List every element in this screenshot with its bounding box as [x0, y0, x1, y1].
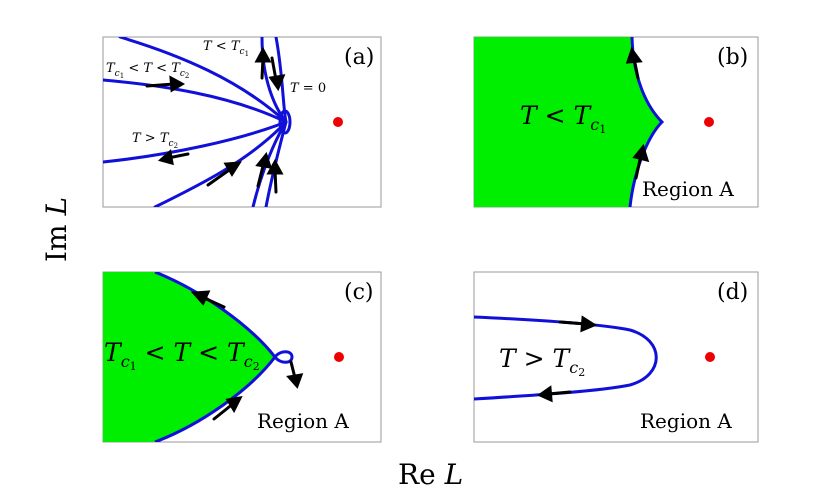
panel-c-formula: Tc1 < T < Tc2: [104, 338, 260, 373]
panel-a-curve-lower-left: [103, 120, 288, 164]
panel-a-arrow-1: [145, 82, 176, 88]
panel-b-region: [474, 37, 662, 207]
panel-c-region-label: Region A: [257, 409, 349, 433]
panel-a-curve-top-2: [274, 37, 288, 124]
panel-a-loop: [278, 109, 292, 135]
panel-c-arrows: [190, 290, 304, 421]
panel-d-point: [705, 352, 715, 362]
panel-a: (a) T = 0 T < Tc1 Tc1 < T < Tc2 T > Tc2: [102, 36, 382, 208]
panel-c-tag: (c): [344, 280, 374, 305]
x-axis-label: Re L: [398, 458, 463, 491]
panel-d-arrows: [536, 315, 598, 403]
panel-a-curve-mid-left: [103, 78, 288, 124]
panel-d: (d) T > Tc2 Region A: [473, 271, 759, 443]
panel-a-point: [333, 117, 343, 127]
y-axis-label: Im L: [40, 197, 73, 262]
panel-b-region-label: Region A: [642, 177, 734, 201]
panel-d-region-label: Region A: [640, 409, 732, 433]
panel-a-curve-bottom-left: [153, 120, 288, 207]
panel-a-label-t-zero: T = 0: [290, 81, 326, 96]
panel-c-point: [334, 352, 344, 362]
panel-a-label-t-gt-c2: T > Tc2: [132, 131, 178, 150]
panel-b-tag: (b): [717, 45, 748, 70]
panel-c-loop: [273, 350, 294, 364]
panel-a-curve-upper-left: [118, 37, 288, 124]
panel-c: (c) Tc1 < T < Tc2 Region A: [102, 271, 382, 443]
panel-a-label-t-lt-c1: T < Tc1: [203, 39, 249, 58]
panel-d-formula: T > Tc2: [499, 344, 585, 379]
panel-b: (b) T < Tc1 Region A: [473, 36, 759, 208]
panel-a-tag: (a): [344, 45, 374, 70]
panel-d-tag: (d): [717, 280, 748, 305]
panel-b-point: [704, 117, 714, 127]
panel-a-arrow-3: [206, 166, 234, 187]
panel-a-label-t-between: Tc1 < T < Tc2: [106, 61, 189, 80]
panel-c-region: [103, 272, 275, 442]
panel-a-curve-bottom-1: [251, 120, 288, 207]
panel-b-arrows: [625, 46, 650, 180]
panel-b-formula: T < Tc1: [520, 101, 606, 136]
panel-a-arrows: [145, 46, 286, 194]
